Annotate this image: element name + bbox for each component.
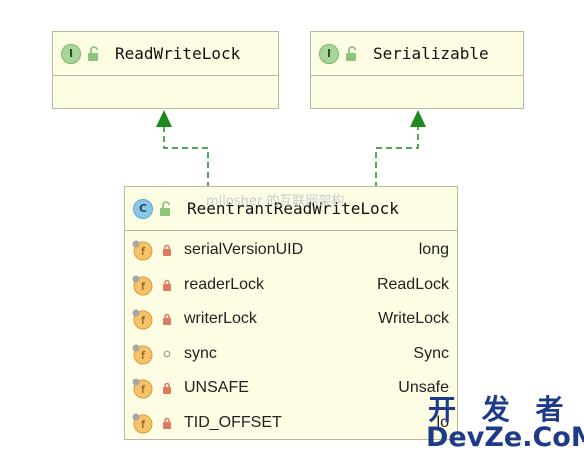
arrowhead-serializable [410,110,426,127]
field-icon: f [132,309,153,330]
package-visibility-icon [163,350,171,358]
private-lock-icon [163,245,171,257]
field-name: readerLock [184,275,265,293]
private-lock-icon [163,314,171,326]
field-icon: f [132,275,153,296]
field-type: Unsafe [398,379,449,397]
svg-text:f: f [141,314,146,327]
interface-icon: I [61,43,81,64]
svg-text:f: f [141,280,146,293]
watermark-overlay: milosher 的互联网架构 [206,194,345,209]
arrowhead-readwritelock [156,110,172,127]
svg-text:f: f [141,349,146,362]
private-lock-icon [163,417,171,429]
unlocked-icon [88,45,98,61]
field-type: long [418,241,449,259]
private-lock-icon [163,383,171,395]
field-row[interactable]: f serialVersionUID long [125,233,457,268]
field-row[interactable]: f UNSAFE Unsafe [125,371,457,406]
class-icon: C [133,198,153,219]
field-name: serialVersionUID [184,241,304,259]
class-reentrantreadwritelock[interactable]: C ReentrantReadWriteLock f serialVersion… [124,186,458,440]
field-row[interactable]: f readerLock ReadLock [125,268,457,303]
svg-text:f: f [141,418,146,431]
field-name: writerLock [184,310,257,328]
field-list: f serialVersionUID long f readerLock Rea… [125,233,457,440]
unlocked-icon [346,45,356,61]
interface-header: I Serializable [311,32,523,76]
interface-icon: I [319,43,339,64]
interface-readwritelock[interactable]: I ReadWriteLock [52,31,279,109]
field-icon: f [132,378,153,399]
arrow-to-serializable [375,126,419,188]
svg-text:f: f [141,245,146,258]
field-type: WriteLock [378,310,449,328]
field-name: UNSAFE [184,379,249,397]
interface-header: I ReadWriteLock [53,32,278,76]
unlocked-icon [160,200,170,216]
arrow-to-readwritelock [163,126,209,188]
interface-name: ReadWriteLock [115,44,241,63]
field-type: Sync [413,344,449,362]
private-lock-icon [163,279,171,291]
interface-name: Serializable [373,44,489,63]
field-name: TID_OFFSET [184,413,282,431]
field-type: ReadLock [376,275,449,293]
field-icon: f [132,344,153,365]
field-row[interactable]: f writerLock WriteLock [125,302,457,337]
field-icon: f [132,240,153,261]
watermark-site-cn: 开 发 者 [428,393,572,426]
field-row[interactable]: f TID_OFFSET lo [125,406,457,441]
class-header: C ReentrantReadWriteLock [125,187,457,231]
watermark-site-en: DevZe.CoM [426,422,584,453]
class-name: ReentrantReadWriteLock [187,199,399,218]
svg-text:f: f [141,383,146,396]
field-type: lo [436,413,449,431]
field-name: sync [184,344,217,362]
field-row[interactable]: f sync Sync [125,337,457,372]
interface-serializable[interactable]: I Serializable [310,31,524,109]
field-icon: f [132,413,153,434]
